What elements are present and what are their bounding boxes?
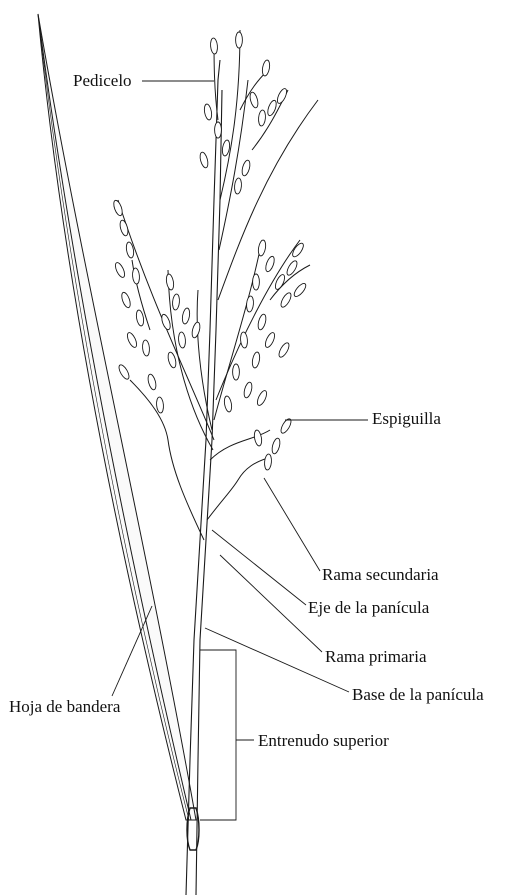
spikelet xyxy=(257,313,268,330)
spikelet xyxy=(246,296,254,313)
label-rama-primaria: Rama primaria xyxy=(325,648,427,665)
spikelet xyxy=(172,294,180,311)
spikelet xyxy=(203,104,212,121)
spikelet xyxy=(132,268,140,285)
spikelet xyxy=(240,332,248,349)
spikelet xyxy=(253,430,262,447)
spikelet xyxy=(264,255,276,272)
spikelet xyxy=(112,199,124,216)
spikelet xyxy=(181,308,190,325)
spikelet xyxy=(156,397,164,414)
branch-line xyxy=(197,290,212,430)
spikelet xyxy=(236,32,243,48)
spikelet xyxy=(120,291,132,308)
spikelet xyxy=(264,331,277,348)
spikelet xyxy=(210,38,218,55)
spikelet xyxy=(279,291,293,308)
spikelet xyxy=(223,396,232,413)
label-hoja-bandera: Hoja de bandera xyxy=(9,698,120,715)
spikelet xyxy=(264,454,272,471)
spikelet xyxy=(257,240,266,257)
branch-line xyxy=(130,380,204,540)
spikelets xyxy=(112,32,308,470)
spikelet xyxy=(243,381,254,398)
spikelet xyxy=(114,261,127,278)
spikelet xyxy=(142,340,150,357)
label-base-panicula: Base de la panícula xyxy=(352,686,484,703)
spikelet xyxy=(258,110,266,127)
label-eje-panicula: Eje de la panícula xyxy=(308,599,429,616)
spikelet xyxy=(292,282,307,299)
stem xyxy=(186,60,222,895)
leader-eje xyxy=(212,530,306,605)
label-rama-secundaria: Rama secundaria xyxy=(322,566,439,583)
spikelet xyxy=(253,274,260,290)
spikelet xyxy=(241,159,252,176)
spikelet xyxy=(119,219,130,236)
bracket-entrenudo xyxy=(200,650,236,820)
spikelet xyxy=(135,310,144,327)
spikelet xyxy=(117,363,131,380)
spikelet xyxy=(277,341,291,358)
branch-line xyxy=(216,240,300,400)
spikelet xyxy=(276,87,289,104)
spikelet xyxy=(126,331,139,348)
spikelet xyxy=(271,437,282,454)
spikelet xyxy=(178,332,186,349)
branch-line xyxy=(207,458,268,520)
label-espiguilla: Espiguilla xyxy=(372,410,441,427)
leader-rama-secundaria xyxy=(264,478,320,571)
spikelet xyxy=(215,122,222,138)
spikelet xyxy=(191,321,202,338)
spikelet xyxy=(233,364,240,380)
spikelet xyxy=(167,351,178,368)
spikelet xyxy=(147,373,158,390)
spikelet xyxy=(234,178,242,195)
spikelet xyxy=(199,151,210,168)
label-pedicelo: Pedicelo xyxy=(73,72,132,89)
spikelet xyxy=(249,91,260,108)
spikelet xyxy=(165,274,174,291)
spikelet xyxy=(251,352,260,369)
spikelet xyxy=(261,60,270,77)
branch-line xyxy=(214,240,262,420)
spikelet xyxy=(285,259,299,276)
spikelet xyxy=(266,99,278,116)
leader-rama-primaria xyxy=(220,555,322,652)
spikelet xyxy=(160,313,172,330)
spikelet xyxy=(256,389,269,406)
label-entrenudo-superior: Entrenudo superior xyxy=(258,732,389,749)
branch-line xyxy=(220,30,240,200)
panicle-branches xyxy=(118,30,318,540)
